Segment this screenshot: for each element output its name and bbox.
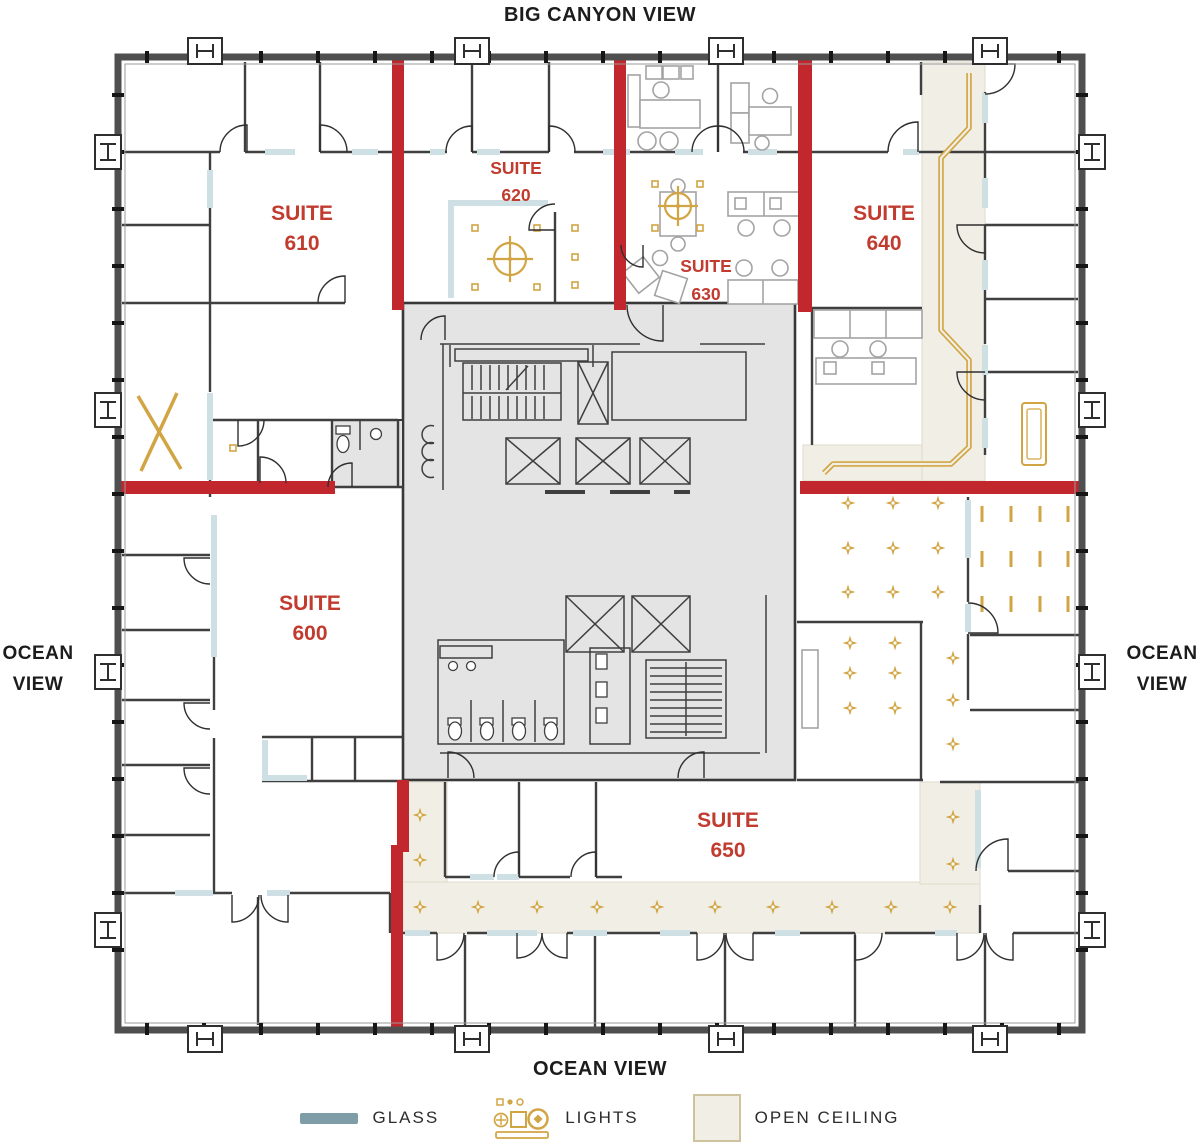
square-light-icon [533, 224, 541, 232]
suite-600-number: 600 [292, 622, 327, 645]
square-light-icon [651, 180, 659, 188]
open-ceiling-areas [402, 61, 986, 934]
sparkle-light-icon [945, 736, 961, 752]
suite-640-name: SUITE [853, 202, 915, 225]
dash-light-icon [1038, 596, 1042, 612]
dash-light-icon [1009, 596, 1013, 612]
view-label-right-line2: VIEW [1136, 674, 1188, 695]
suite-650-number: 650 [710, 839, 745, 862]
sparkle-light-icon [930, 584, 946, 600]
square-light-icon [571, 281, 579, 289]
dash-light-icon [1038, 506, 1042, 522]
sparkle-light-icon [840, 540, 856, 556]
sparkle-light-icon [885, 584, 901, 600]
view-label-right-line1: OCEAN [1126, 643, 1198, 664]
suite-620-name: SUITE [490, 158, 542, 178]
core-details [447, 361, 722, 741]
sparkle-light-icon [930, 540, 946, 556]
furniture [335, 65, 923, 729]
ceiling-lights [229, 180, 1070, 915]
suite-610-name: SUITE [271, 202, 333, 225]
suite-640-number: 640 [866, 232, 901, 255]
door-swings [183, 63, 1016, 961]
exterior-wall [94, 37, 1106, 1053]
suite-610-number: 610 [284, 232, 319, 255]
sparkle-light-icon [945, 650, 961, 666]
sparkle-light-icon [885, 495, 901, 511]
lights-icon [493, 1098, 550, 1139]
view-label-left-line2: VIEW [12, 674, 64, 695]
sparkle-light-icon [887, 700, 903, 716]
dash-light-icon [980, 551, 984, 567]
square-light-icon [533, 283, 541, 291]
view-label-right: OCEAN VIEW [1124, 638, 1200, 700]
dash-light-icon [980, 506, 984, 522]
view-label-top: BIG CANYON VIEW [504, 4, 696, 26]
square-light-icon [471, 283, 479, 291]
legend-item-lights: LIGHTS [493, 1096, 638, 1140]
lighting-symbols [136, 73, 1070, 915]
dash-light-icon [980, 596, 984, 612]
suite-600-name: SUITE [279, 592, 341, 615]
dash-light-icon [1066, 596, 1070, 612]
glass-swatch [300, 1112, 359, 1124]
cove-light-line [822, 73, 972, 475]
dash-light-icon [1009, 506, 1013, 522]
sparkle-light-icon [887, 635, 903, 651]
legend-open-ceiling-label: OPEN CEILING [754, 1108, 900, 1127]
suite-630-name: SUITE [680, 256, 732, 276]
view-label-left-line1: OCEAN [2, 643, 74, 664]
sparkle-light-icon [887, 665, 903, 681]
sparkle-light-icon [842, 665, 858, 681]
suite-650-name: SUITE [697, 809, 759, 832]
sparkle-light-icon [930, 495, 946, 511]
legend-item-glass: GLASS [300, 1108, 439, 1128]
dash-light-icon [1038, 551, 1042, 567]
sparkle-light-icon [885, 540, 901, 556]
column-marker-icon [972, 37, 1008, 65]
demising-walls [120, 60, 1082, 1030]
dash-light-icon [1066, 551, 1070, 567]
legend: GLASS LIGHTS OPEN CEILING [0, 1094, 1200, 1142]
square-light-icon [651, 224, 659, 232]
open-ceiling-swatch [692, 1094, 741, 1142]
column-marker-icon [1078, 134, 1106, 170]
square-light-icon [696, 224, 704, 232]
sparkle-light-icon [842, 635, 858, 651]
square-light-icon [571, 224, 579, 232]
suite-620-number: 620 [501, 185, 530, 205]
legend-item-open-ceiling: OPEN CEILING [692, 1094, 900, 1142]
sparkle-light-icon [842, 700, 858, 716]
view-label-left: OCEAN VIEW [0, 638, 76, 700]
suite-630-number: 630 [691, 284, 720, 304]
square-light-icon [471, 224, 479, 232]
dash-light-icon [1009, 551, 1013, 567]
sparkle-light-icon [840, 584, 856, 600]
x-light-icon [136, 392, 183, 472]
sparkle-light-icon [945, 692, 961, 708]
legend-lights-label: LIGHTS [565, 1108, 639, 1127]
wall-ticks-and-columns [94, 37, 1106, 1053]
legend-glass-label: GLASS [372, 1108, 440, 1127]
suite-labels: SUITE 610 SUITE 620 SUITE 630 SUITE 640 … [271, 158, 915, 862]
linear-light-icon [1021, 402, 1047, 466]
dash-light-icon [1066, 506, 1070, 522]
view-label-bottom: OCEAN VIEW [533, 1058, 667, 1080]
square-light-icon [229, 444, 237, 452]
sparkle-light-icon [840, 495, 856, 511]
square-light-icon [696, 180, 704, 188]
square-light-icon [571, 253, 579, 261]
building-core [331, 301, 797, 782]
